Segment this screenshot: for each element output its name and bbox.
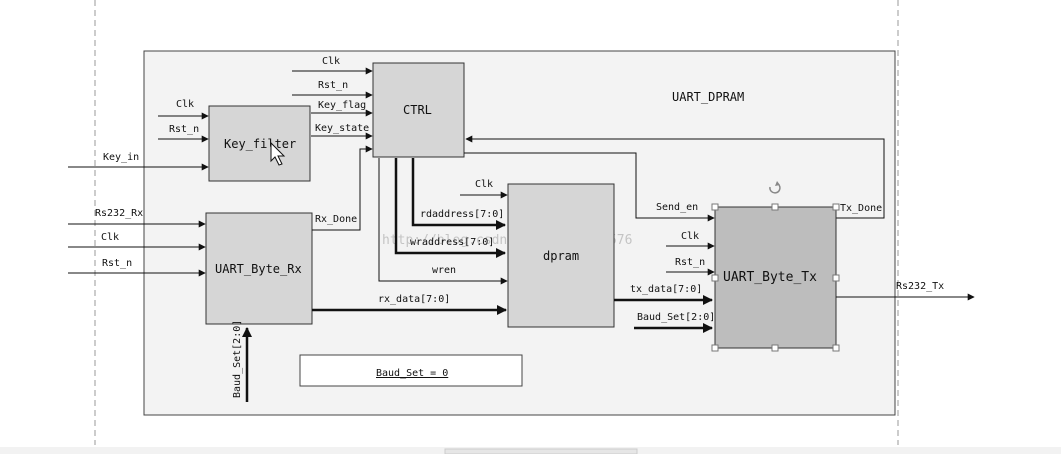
- handle-top-middle[interactable]: [771, 203, 779, 211]
- rs232-tx-label: Rs232_Tx: [896, 281, 944, 292]
- key-filter-block[interactable]: [208, 105, 311, 182]
- scroll-tab[interactable]: [444, 448, 638, 455]
- tx-done-label: Tx_Done: [840, 203, 882, 214]
- rdaddress-bus: [411, 158, 506, 230]
- rx-rst-label: Rst_n: [102, 258, 132, 269]
- handle-middle-left[interactable]: [711, 274, 719, 282]
- uart-byte-rx-block[interactable]: [205, 212, 313, 325]
- ctrl-rst-label: Rst_n: [318, 80, 348, 91]
- uart-byte-tx-label: UART_Byte_Tx: [723, 270, 817, 285]
- ctrl-block-label: CTRL: [403, 103, 432, 117]
- rx-clk-label: Clk: [101, 232, 119, 243]
- tx-done-wire: [465, 135, 885, 219]
- wren-label: wren: [432, 265, 456, 276]
- wren-wire: [378, 158, 508, 285]
- rdaddress-label: rdaddress[7:0]: [420, 209, 504, 220]
- send-en-label: Send_en: [656, 202, 698, 213]
- tx-clk-label: Clk: [681, 231, 699, 242]
- handle-top-right[interactable]: [832, 203, 840, 211]
- key-state-label: Key_state: [315, 123, 369, 134]
- tx-baud-label: Baud_Set[2:0]: [637, 312, 715, 323]
- key-flag-label: Key_flag: [318, 100, 366, 111]
- rx-baud-label: Baud_Set[2:0]: [232, 320, 243, 398]
- ctrl-block[interactable]: [372, 62, 465, 158]
- module-title: UART_DPRAM: [672, 90, 744, 104]
- send-en-wire: [464, 152, 715, 222]
- selection-handles[interactable]: [711, 203, 840, 352]
- uart-byte-tx-block[interactable]: [714, 206, 837, 349]
- dpram-block-label: dpram: [543, 249, 579, 263]
- rx-done-label: Rx_Done: [315, 214, 357, 225]
- tx-rst-label: Rst_n: [675, 257, 705, 268]
- handle-bottom-right[interactable]: [832, 344, 840, 352]
- handle-bottom-middle[interactable]: [771, 344, 779, 352]
- dpram-block[interactable]: [507, 183, 615, 328]
- baud-set-box: [299, 354, 523, 387]
- handle-bottom-left[interactable]: [711, 344, 719, 352]
- rotate-handle-icon[interactable]: [769, 181, 781, 194]
- handle-middle-right[interactable]: [832, 274, 840, 282]
- wraddress-label: wraddress[7:0]: [410, 237, 494, 248]
- baud-set-box-label: Baud_Set = 0: [376, 368, 448, 379]
- rs232-rx-label: Rs232_Rx: [95, 208, 143, 219]
- ctrl-clk-label: Clk: [322, 56, 340, 67]
- wraddress-bus: [394, 158, 506, 258]
- kf-rst-label: Rst_n: [169, 124, 199, 135]
- key-in-label: Key_in: [103, 152, 139, 163]
- tx-data-label: tx_data[7:0]: [630, 284, 702, 295]
- mouse-pointer-icon: [270, 141, 286, 166]
- rx-data-label: rx_data[7:0]: [378, 294, 450, 305]
- dp-clk-label: Clk: [475, 179, 493, 190]
- rx-done-wire: [312, 145, 373, 231]
- key-filter-label: Key_filter: [224, 137, 296, 151]
- handle-top-left[interactable]: [711, 203, 719, 211]
- kf-clk-label: Clk: [176, 99, 194, 110]
- uart-byte-rx-label: UART_Byte_Rx: [215, 262, 302, 276]
